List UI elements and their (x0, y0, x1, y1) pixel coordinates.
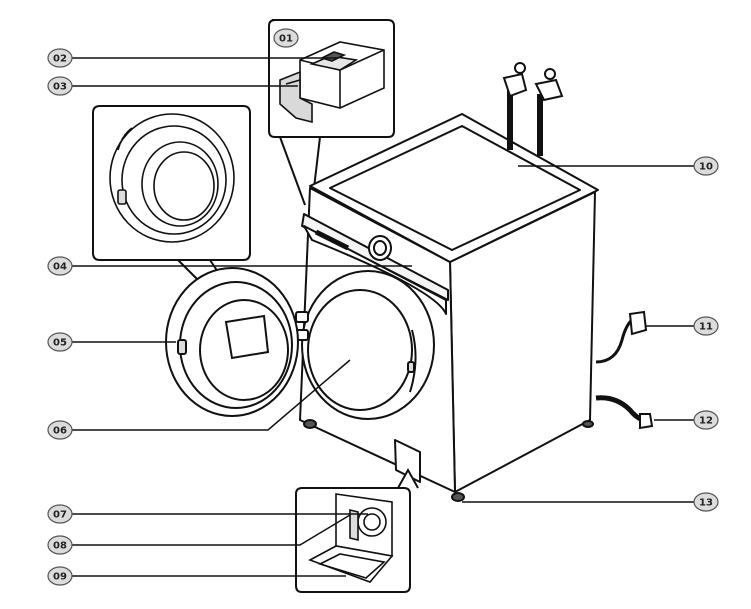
drain-hose (595, 395, 654, 430)
washing-machine-body (295, 113, 599, 502)
callout-03: 03 (47, 76, 73, 96)
svg-text:13: 13 (699, 498, 713, 509)
tap-left (502, 72, 528, 98)
callout-02: 02 (47, 48, 73, 68)
svg-text:02: 02 (53, 54, 67, 65)
door-seal-mark (224, 314, 270, 360)
door-handle (177, 339, 187, 355)
callout-05: 05 (47, 332, 73, 352)
filter-cover (394, 439, 421, 483)
svg-text:04: 04 (53, 262, 67, 273)
callout-09: 09 (47, 566, 73, 586)
svg-text:08: 08 (53, 541, 67, 552)
leader-lines (72, 57, 694, 577)
svg-text:06: 06 (53, 426, 67, 437)
drum-rim-mark (407, 361, 415, 373)
drum-rim-detail (409, 329, 417, 393)
callout-13: 13 (693, 492, 719, 512)
callout-11: 11 (693, 316, 719, 336)
callout-07: 07 (47, 504, 73, 524)
detail-pointer-left (279, 136, 306, 206)
foot-front-left (303, 419, 317, 429)
detail-box-frame-door (92, 105, 251, 261)
callout-04: 04 (47, 256, 73, 276)
control-knob-inner (373, 240, 387, 256)
filter-detail (295, 467, 419, 593)
tap-handle-left (514, 62, 526, 74)
svg-text:01: 01 (279, 34, 293, 45)
door-hinge-top (295, 311, 309, 323)
door-gasket-icon (109, 113, 235, 243)
display-strip (314, 229, 350, 251)
svg-text:05: 05 (53, 338, 67, 349)
svg-text:09: 09 (53, 572, 67, 583)
filter-pointer (397, 467, 419, 489)
callout-12: 12 (693, 410, 719, 430)
callout-06: 06 (47, 420, 73, 440)
svg-text:10: 10 (699, 162, 713, 173)
power-plug (628, 310, 648, 336)
callout-01: 01 (273, 28, 299, 48)
drum-opening (307, 289, 413, 411)
tap-right (534, 78, 564, 102)
control-panel-area (303, 225, 447, 315)
water-taps (502, 62, 564, 156)
foot-back-right (582, 420, 594, 428)
drain-hose-end (639, 413, 654, 430)
svg-text:03: 03 (53, 82, 67, 93)
svg-text:12: 12 (699, 416, 713, 427)
foot-front-right (451, 492, 465, 502)
svg-text:11: 11 (699, 322, 713, 333)
filter-icon (308, 493, 394, 583)
callout-10: 10 (693, 156, 719, 176)
callout-08: 08 (47, 535, 73, 555)
leader-06 (72, 359, 351, 431)
leader-08 (72, 514, 351, 546)
power-cord (595, 310, 648, 364)
open-door (165, 267, 299, 417)
machine-top-inset (329, 125, 581, 251)
svg-text:07: 07 (53, 510, 67, 521)
tap-handle-right (544, 68, 556, 80)
